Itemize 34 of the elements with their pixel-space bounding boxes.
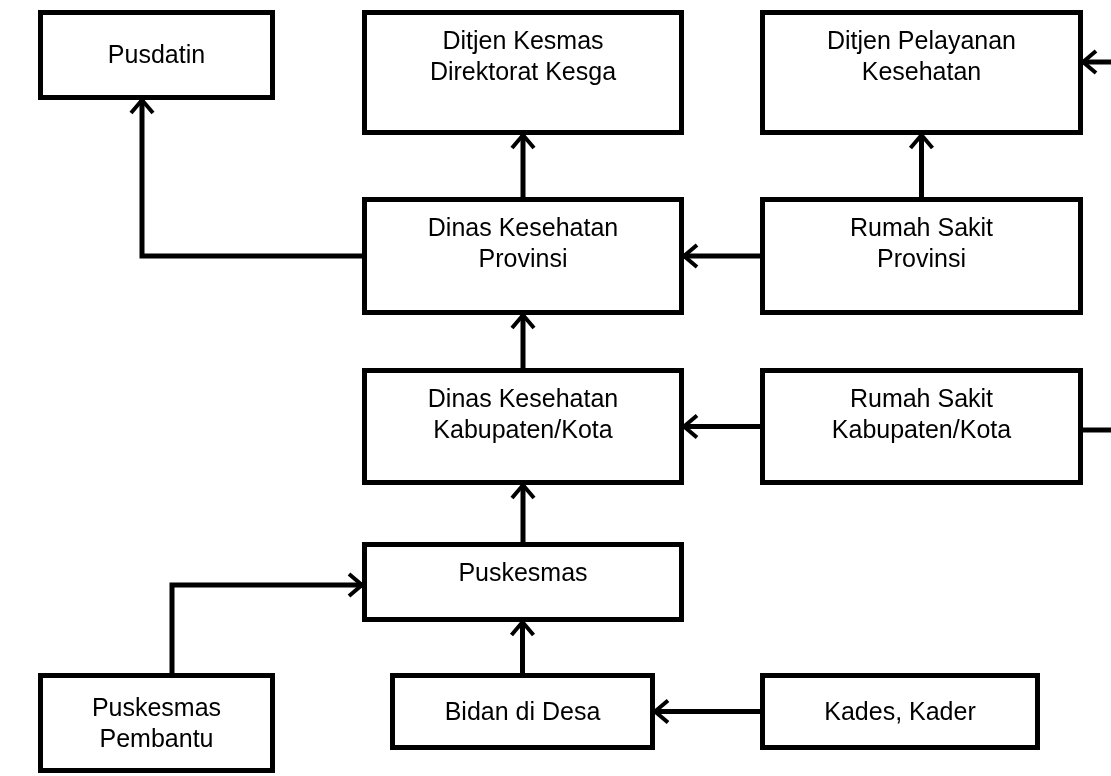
- box-label: Dinas Kesehatan Kabupaten/Kota: [426, 383, 620, 446]
- box-label: Puskesmas Pembantu: [90, 691, 223, 754]
- box-label: Rumah Sakit Kabupaten/Kota: [830, 383, 1013, 446]
- process-box: [760, 197, 1083, 315]
- process-box: [362, 197, 684, 315]
- process-box: [38, 10, 275, 100]
- box-label: Ditjen Kesmas Direktorat Kesga: [428, 25, 618, 88]
- box-label: Puskesmas: [458, 557, 588, 588]
- process-box: [760, 10, 1083, 135]
- process-box: [362, 368, 684, 485]
- process-box: [362, 10, 684, 135]
- process-box: [760, 368, 1083, 485]
- box-label: Rumah Sakit Provinsi: [848, 212, 995, 275]
- arrow: [169, 572, 364, 673]
- box-label: Ditjen Pelayanan Kesehatan: [826, 25, 1017, 88]
- connector-line: [1083, 427, 1111, 433]
- process-box: [760, 673, 1040, 750]
- box-label: Dinas Kesehatan Provinsi: [426, 212, 620, 275]
- arrow: [510, 133, 536, 197]
- box-label: Kades, Kader: [824, 695, 976, 727]
- arrow: [509, 620, 536, 673]
- arrow: [653, 698, 760, 725]
- arrow: [510, 313, 536, 368]
- process-box: [390, 673, 655, 750]
- arrow: [510, 483, 536, 542]
- arrow: [129, 98, 362, 259]
- box-label: Pusdatin: [107, 39, 206, 71]
- process-box: [38, 673, 275, 773]
- box-label: Bidan di Desa: [444, 695, 601, 727]
- arrow: [1081, 49, 1111, 75]
- arrow: [908, 133, 935, 197]
- arrow: [682, 413, 760, 440]
- arrow: [682, 243, 760, 269]
- process-box: [362, 542, 684, 622]
